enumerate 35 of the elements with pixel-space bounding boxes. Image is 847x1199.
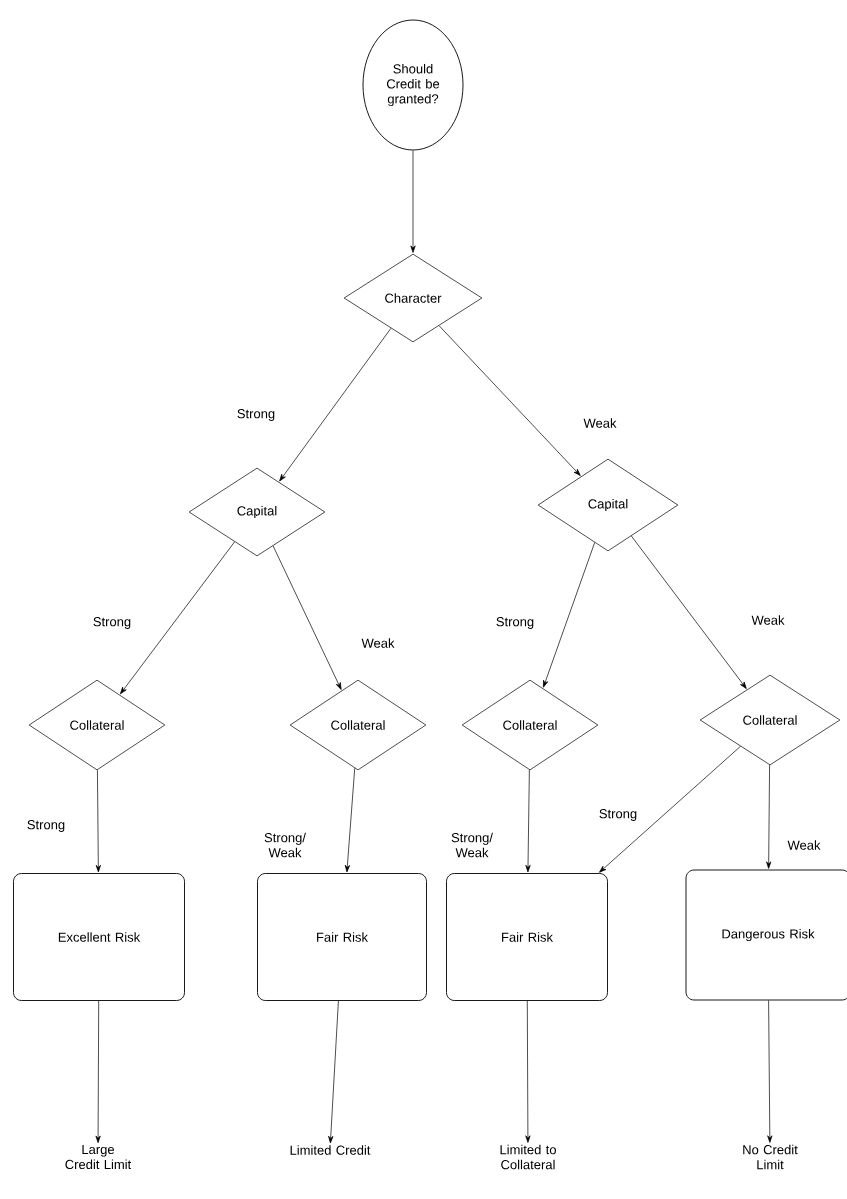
edge-label: Weak [751,615,785,625]
outcome-box: Dangerous Risk [685,869,847,1001]
arrow [631,535,747,689]
edge-label: Strong [237,409,275,421]
edge-label: Strong/ Weak [451,832,493,858]
arrow [95,769,101,873]
arrow [525,769,531,873]
arrow [599,746,741,873]
outcome-text: No Credit Limit [743,1144,798,1170]
arrow [95,1000,101,1143]
arrow [328,1000,339,1144]
arrow [767,1000,773,1143]
arrow [120,541,235,695]
outcome-text: Limited to Collateral [500,1144,556,1170]
edge-label: Strong [27,820,65,832]
edge-label: Weak [361,638,395,648]
arrow [344,767,356,873]
arrow [279,327,392,482]
edge-label: Weak [583,418,617,428]
edge-label: Strong [599,809,637,821]
arrow [525,1000,531,1143]
arrow [410,150,416,253]
arrow [543,542,596,688]
edge-label: Strong/ Weak [264,832,306,858]
edge-label: Strong [496,617,534,629]
outcome-box: Excellent Risk [13,873,185,1001]
edge-label: Weak [787,840,821,850]
outcome-box: Fair Risk [446,873,608,1001]
arrow [438,325,581,476]
arrow [272,545,342,690]
edge-label: Strong [93,617,131,629]
outcome-text: Limited Credit [290,1145,371,1155]
outcome-text: Large Credit Limit [65,1145,132,1170]
outcome-box: Fair Risk [257,873,427,1001]
arrow [766,764,772,869]
